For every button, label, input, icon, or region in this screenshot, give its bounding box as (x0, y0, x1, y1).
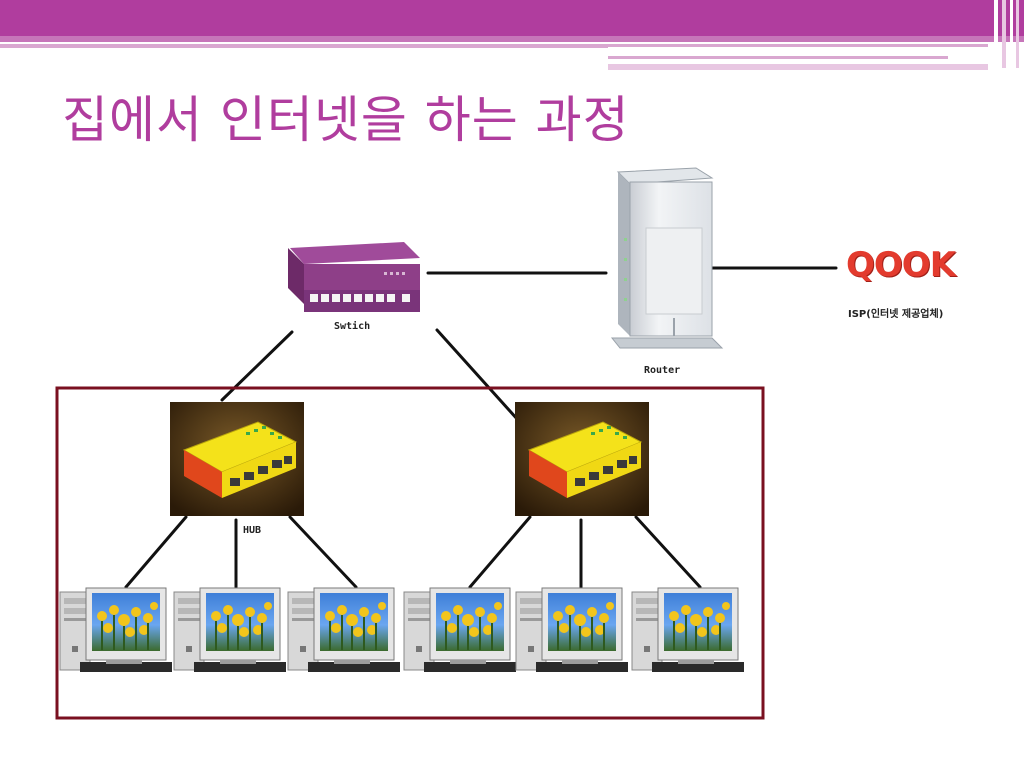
decorative-stripe (994, 0, 998, 68)
decorative-stripe (0, 36, 1024, 42)
link-hub-left-pc1 (124, 515, 188, 589)
decorative-stripe (1002, 0, 1006, 68)
network-switch-icon (288, 242, 420, 312)
link-hub-right-pc6 (634, 515, 702, 589)
decorative-stripe (1016, 0, 1019, 68)
switch-label: Swtich (334, 321, 371, 332)
hub-icon (169, 401, 305, 517)
link-switch-hub-left (220, 330, 294, 402)
desktop-computer-icon (173, 587, 287, 673)
top-banner (0, 0, 1024, 40)
isp-logo: QOOK (846, 245, 956, 285)
link-hub-left-pc3 (288, 515, 358, 589)
link-hub-right-pc4 (468, 515, 532, 589)
decorative-stripe (608, 64, 988, 70)
desktop-computer-icon (515, 587, 629, 673)
isp-label: ISP(인터넷 제공업체) (848, 309, 944, 320)
desktop-computer-icon (403, 587, 517, 673)
decorative-stripe (608, 44, 988, 47)
link-switch-hub-right (435, 328, 520, 422)
desktop-computer-icon (631, 587, 745, 673)
connection-lines (124, 266, 838, 589)
slide-title: 집에서 인터넷을 하는 과정 (62, 91, 630, 149)
hub-label: HUB (243, 525, 262, 536)
decorative-stripe (1010, 0, 1013, 68)
decorative-stripe (608, 56, 948, 59)
lan-frame (55, 386, 765, 720)
router-icon (610, 167, 724, 349)
desktop-computer-icon (287, 587, 401, 673)
hub-icon (514, 401, 650, 517)
decorative-stripe (0, 44, 608, 48)
desktop-computer-icon (59, 587, 173, 673)
router-label: Router (644, 365, 681, 376)
